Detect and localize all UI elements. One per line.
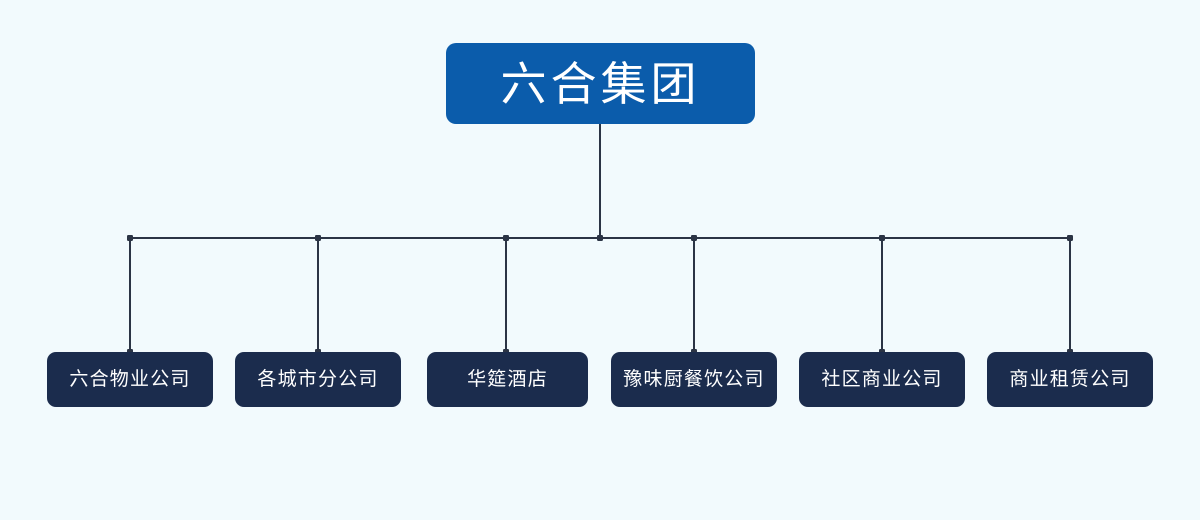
org-node-root[interactable]: 六合集团 [446,43,755,124]
org-node-child-2[interactable]: 各城市分公司 [235,352,401,407]
connector-junction-dots [127,235,1073,355]
junction-dot-bus-4 [691,235,697,241]
org-node-child-5[interactable]: 社区商业公司 [799,352,965,407]
org-node-child-6[interactable]: 商业租赁公司 [987,352,1153,407]
junction-dot-bus-5 [879,235,885,241]
org-node-child-3[interactable]: 华筵酒店 [427,352,588,407]
junction-dot-bus-6 [1067,235,1073,241]
junction-dot-bus-2 [315,235,321,241]
org-node-child-4[interactable]: 豫味厨餐饮公司 [611,352,777,407]
org-node-child-1[interactable]: 六合物业公司 [47,352,213,407]
junction-dot-bus-3 [503,235,509,241]
junction-dot-bus-1 [127,235,133,241]
junction-dot-trunk [597,235,603,241]
